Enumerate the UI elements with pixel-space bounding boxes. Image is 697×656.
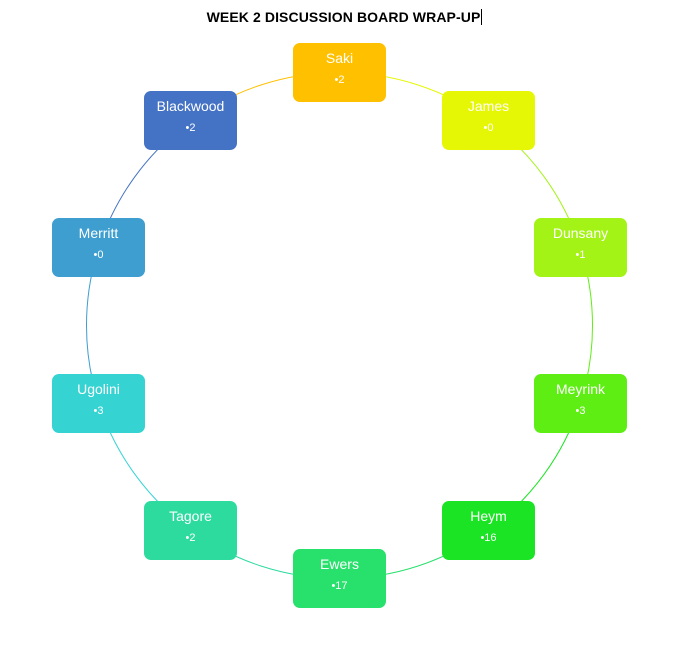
node-heym[interactable]: Heym •16 bbox=[442, 501, 535, 560]
node-merritt[interactable]: Merritt •0 bbox=[52, 218, 145, 277]
node-name: James bbox=[467, 98, 510, 114]
node-name: Meyrink bbox=[555, 381, 605, 397]
node-saki[interactable]: Saki •2 bbox=[293, 43, 386, 102]
node-ugolini[interactable]: Ugolini •3 bbox=[52, 374, 145, 433]
text-cursor bbox=[481, 9, 483, 25]
node-dunsany[interactable]: Dunsany •1 bbox=[534, 218, 627, 277]
node-count: •16 bbox=[480, 532, 497, 544]
node-name: Ugolini bbox=[77, 381, 120, 397]
node-name: Ewers bbox=[320, 556, 359, 572]
node-name: Blackwood bbox=[156, 98, 225, 114]
node-james[interactable]: James •0 bbox=[442, 91, 535, 150]
node-name: Tagore bbox=[169, 508, 212, 524]
node-count: •17 bbox=[331, 580, 348, 592]
node-count: •0 bbox=[93, 249, 104, 261]
node-count: •3 bbox=[575, 405, 586, 417]
node-name: Heym bbox=[470, 508, 507, 524]
diagram-title-text: WEEK 2 DISCUSSION BOARD WRAP-UP bbox=[206, 9, 481, 25]
node-count: •0 bbox=[483, 122, 494, 134]
diagram-title: WEEK 2 DISCUSSION BOARD WRAP-UP bbox=[0, 9, 689, 25]
node-count: •2 bbox=[334, 74, 345, 86]
node-meyrink[interactable]: Meyrink •3 bbox=[534, 374, 627, 433]
node-name: Saki bbox=[325, 50, 354, 66]
node-count: •1 bbox=[575, 249, 586, 261]
node-count: •2 bbox=[185, 532, 196, 544]
node-blackwood[interactable]: Blackwood •2 bbox=[144, 91, 237, 150]
node-tagore[interactable]: Tagore •2 bbox=[144, 501, 237, 560]
node-count: •3 bbox=[93, 405, 104, 417]
node-name: Dunsany bbox=[552, 225, 609, 241]
node-ewers[interactable]: Ewers •17 bbox=[293, 549, 386, 608]
node-name: Merritt bbox=[78, 225, 119, 241]
node-count: •2 bbox=[185, 122, 196, 134]
